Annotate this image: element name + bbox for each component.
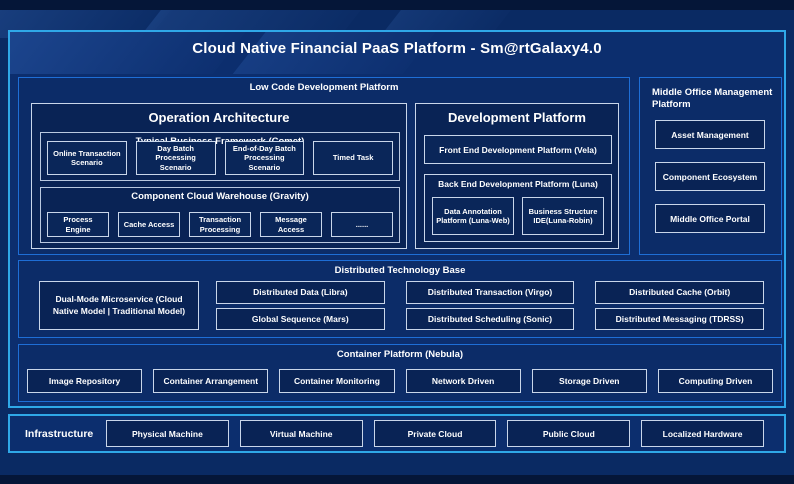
framework-item: Online Transaction Scenario	[47, 140, 127, 175]
warehouse-item-ellipsis: ......	[331, 212, 393, 237]
low-code-development-platform-section: Low Code Development Platform Operation …	[18, 77, 630, 255]
distributed-data-box: Distributed Data (Libra)	[216, 281, 385, 304]
global-sequence-box: Global Sequence (Mars)	[216, 307, 385, 330]
front-end-development-platform-box: Front End Development Platform (Vela)	[424, 135, 612, 164]
typical-business-framework-group: Typical Business Framework (Comet) Onlin…	[40, 132, 400, 181]
container-items-row: Image Repository Container Arrangement C…	[27, 369, 774, 393]
platform-diagram: Cloud Native Financial PaaS Platform - S…	[8, 30, 786, 408]
infrastructure-section: Infrastructure Physical Machine Virtual …	[8, 414, 786, 453]
middle-office-title: Middle Office Management Platform	[652, 87, 773, 110]
distributed-scheduling-box: Distributed Scheduling (Sonic)	[405, 307, 575, 330]
physical-machine-box: Physical Machine	[106, 420, 229, 447]
diagram-title: Cloud Native Financial PaaS Platform - S…	[192, 40, 602, 57]
container-monitoring-box: Container Monitoring	[279, 369, 395, 393]
back-end-items-row: Data Annotation Platform (Luna-Web) Busi…	[432, 197, 604, 235]
framework-items-row: Online Transaction Scenario Day Batch Pr…	[47, 140, 393, 175]
distributed-messaging-box: Distributed Messaging (TDRSS)	[595, 307, 764, 330]
operation-architecture-title: Operation Architecture	[148, 110, 290, 125]
distributed-cache-box: Distributed Cache (Orbit)	[595, 281, 764, 304]
distributed-transaction-box: Distributed Transaction (Virgo)	[405, 281, 575, 304]
business-structure-ide-box: Business Structure IDE(Luna-Robin)	[522, 197, 604, 235]
data-annotation-platform-box: Data Annotation Platform (Luna-Web)	[432, 197, 514, 235]
asset-management-box: Asset Management	[655, 120, 765, 149]
top-band	[0, 0, 794, 10]
distributed-section-title: Distributed Technology Base	[334, 265, 466, 276]
distributed-content: Dual-Mode Microservice (Cloud Native Mod…	[39, 281, 764, 330]
framework-item: End-of-Day Batch Processing Scenario	[224, 140, 305, 175]
operation-architecture-panel: Operation Architecture Typical Business …	[31, 103, 407, 249]
back-end-development-platform-group: Back End Development Platform (Luna) Dat…	[424, 174, 612, 242]
image-repository-box: Image Repository	[27, 369, 143, 393]
storage-driven-box: Storage Driven	[531, 369, 647, 393]
dual-mode-microservice-box: Dual-Mode Microservice (Cloud Native Mod…	[39, 281, 199, 330]
warehouse-item: Cache Access	[118, 212, 180, 237]
infrastructure-label: Infrastructure	[25, 427, 94, 440]
component-ecosystem-box: Component Ecosystem	[655, 162, 765, 191]
private-cloud-box: Private Cloud	[373, 420, 497, 447]
development-platform-title: Development Platform	[448, 110, 586, 125]
typical-business-framework-title: Typical Business Framework (Comet)	[135, 136, 305, 147]
warehouse-item: Transaction Processing	[189, 212, 251, 237]
middle-office-management-platform-section: Middle Office Management Platform Asset …	[639, 77, 782, 255]
component-cloud-warehouse-title: Component Cloud Warehouse (Gravity)	[131, 191, 309, 202]
container-arrangement-box: Container Arrangement	[153, 369, 269, 393]
container-platform-section: Container Platform (Nebula) Image Reposi…	[18, 344, 782, 402]
public-cloud-box: Public Cloud	[507, 420, 631, 447]
distributed-grid: Distributed Data (Libra) Distributed Tra…	[216, 281, 764, 330]
localized-hardware-box: Localized Hardware	[641, 420, 764, 447]
development-platform-panel: Development Platform Front End Developme…	[415, 103, 619, 249]
computing-driven-box: Computing Driven	[657, 369, 774, 393]
virtual-machine-box: Virtual Machine	[239, 420, 363, 447]
warehouse-item: Process Engine	[47, 212, 109, 237]
framework-item: Day Batch Processing Scenario	[135, 140, 216, 175]
warehouse-item: Message Access	[260, 212, 322, 237]
back-end-title: Back End Development Platform (Luna)	[438, 179, 598, 189]
distributed-technology-base-section: Distributed Technology Base Dual-Mode Mi…	[18, 260, 782, 338]
low-code-section-title: Low Code Development Platform	[249, 82, 399, 93]
container-platform-title: Container Platform (Nebula)	[336, 349, 464, 360]
component-cloud-warehouse-group: Component Cloud Warehouse (Gravity) Proc…	[40, 187, 400, 243]
middle-office-portal-box: Middle Office Portal	[655, 204, 765, 233]
framework-item: Timed Task	[313, 140, 393, 175]
network-driven-box: Network Driven	[405, 369, 521, 393]
bottom-band	[0, 475, 794, 484]
warehouse-items-row: Process Engine Cache Access Transaction …	[47, 212, 393, 237]
